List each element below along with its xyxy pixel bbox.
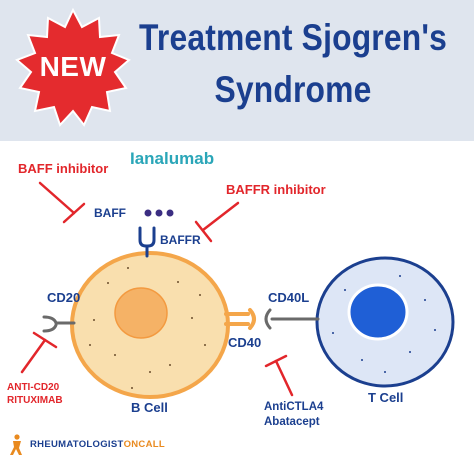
baffr-label: BAFFR xyxy=(160,233,201,247)
new-badge-label: NEW xyxy=(39,51,107,82)
logo-text-primary: RHEUMATOLOGIST xyxy=(30,438,124,450)
cd20-label: CD20 xyxy=(47,290,81,305)
t-cell-nucleus xyxy=(347,283,409,341)
anti-cd20-line-1: ANTI-CD20 xyxy=(7,382,60,393)
baffr-inhibitor-label: BAFFR inhibitor xyxy=(226,182,326,197)
anti-cd20-label: ANTI-CD20 RITUXIMAB xyxy=(7,381,63,407)
title-line-2: Syndrome xyxy=(214,69,372,110)
baffr-receptor xyxy=(138,226,156,258)
t-cell-label: T Cell xyxy=(368,390,404,405)
anti-ctla4-inhibitor-line xyxy=(274,359,294,397)
page-title: Treatment Sjogren's Syndrome xyxy=(137,12,448,116)
t-cell-dots xyxy=(332,275,436,373)
anti-cd20-inhibitor-line xyxy=(20,338,47,374)
anti-cd20-line-2: RITUXIMAB xyxy=(7,395,63,406)
ianalumab-label: Ianalumab xyxy=(130,149,215,168)
anti-ctla4-line-2: Abatacept xyxy=(264,416,320,428)
baff-label: BAFF xyxy=(94,206,126,220)
anti-ctla4-label: AntiCTLA4 Abatacept xyxy=(264,400,323,430)
logo-text-accent: ONCALL xyxy=(123,438,165,450)
cd40l-label: CD40L xyxy=(268,290,310,305)
title-line-1: Treatment Sjogren's xyxy=(139,17,447,58)
inhibitor-lines xyxy=(20,181,294,397)
baff-inhibitor-label: BAFF inhibitor xyxy=(18,161,109,176)
logo-figure-icon xyxy=(10,434,22,455)
baffr-inhibitor-line xyxy=(201,201,240,232)
baff-ligand-dots xyxy=(144,209,174,217)
cd40-receptor xyxy=(224,308,256,330)
rheumatologist-oncall-logo: RHEUMATOLOGIST ONCALL xyxy=(10,433,165,455)
cd20-receptor xyxy=(42,315,76,333)
new-starburst-badge xyxy=(15,7,131,127)
cd40-label: CD40 xyxy=(228,335,262,350)
baff-inhibitor-line xyxy=(38,181,76,215)
b-cell-dots xyxy=(89,267,206,389)
b-cell-label: B Cell xyxy=(131,400,168,415)
anti-ctla4-line-1: AntiCTLA4 xyxy=(264,401,324,413)
cd40l-ligand xyxy=(264,308,320,330)
b-cell-nucleus xyxy=(114,287,168,339)
